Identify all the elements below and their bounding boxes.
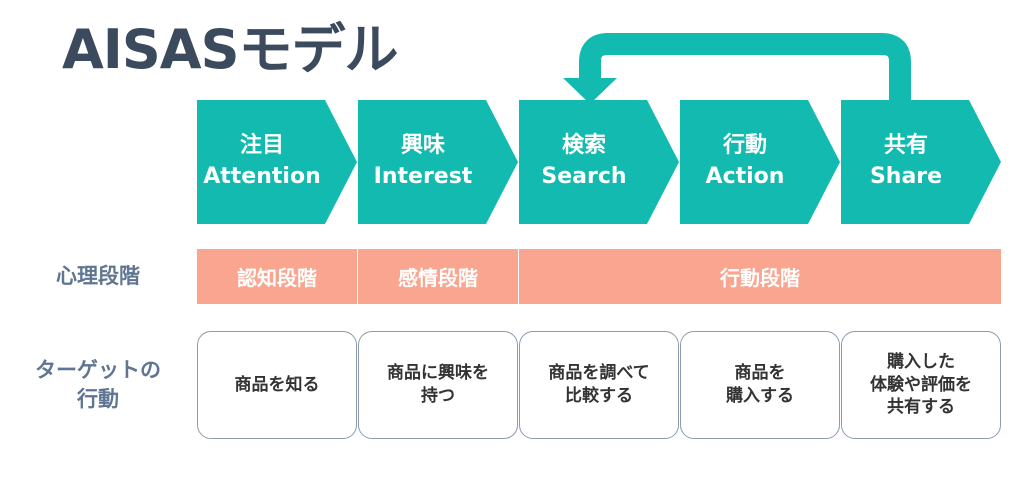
feedback-arrow-line: [579, 33, 911, 108]
step-action-en: Action: [705, 164, 785, 189]
action-text: 商品に興味を: [387, 363, 489, 384]
action-card-action: 商品を 購入する: [680, 331, 840, 439]
phase-awareness: 認知段階: [197, 249, 357, 304]
step-action: 行動 Action: [680, 100, 840, 224]
action-card-interest: 商品に興味を 持つ: [358, 331, 518, 439]
step-action-ja: 行動: [722, 133, 767, 159]
action-text: 購入する: [726, 386, 794, 406]
action-text: 購入した: [887, 351, 955, 372]
target-label-line: ターゲットの: [35, 358, 161, 382]
target-label: ターゲットの 行動: [0, 356, 196, 415]
step-interest-en: Interest: [373, 164, 473, 189]
target-label-line: 行動: [77, 387, 119, 412]
step-share-ja: 共有: [883, 133, 928, 159]
action-text: 商品を調べて: [548, 363, 650, 384]
action-card-search: 商品を調べて 比較する: [519, 331, 679, 439]
phase-emotion: 感情段階: [358, 249, 518, 304]
step-attention-en: Attention: [203, 164, 321, 189]
step-interest-ja: 興味: [400, 133, 445, 159]
step-attention: 注目 Attention: [197, 100, 357, 224]
action-card-share: 購入した 体験や評価を 共有する: [841, 331, 1001, 439]
step-attention-ja: 注目: [239, 133, 284, 159]
step-share: 共有 Share: [841, 100, 1001, 224]
step-search-en: Search: [541, 164, 627, 189]
action-text: 比較する: [564, 386, 633, 406]
action-card-attention: 商品を知る: [197, 331, 357, 439]
step-share-en: Share: [869, 164, 943, 189]
step-search-ja: 検索: [561, 133, 606, 159]
step-search: 検索 Search: [519, 100, 679, 224]
action-text: 共有する: [887, 397, 955, 418]
action-text: 持つ: [421, 386, 455, 406]
phase-action: 行動段階: [519, 249, 1001, 304]
action-text: 体験や評価を: [870, 374, 972, 395]
step-interest: 興味 Interest: [358, 100, 518, 224]
feedback-arrow-head: [563, 78, 617, 104]
action-text: 商品を: [734, 363, 786, 384]
psych-label: 心理段階: [56, 264, 140, 288]
page-title: AISASモデル: [62, 18, 398, 81]
action-text: 商品を知る: [234, 374, 320, 395]
